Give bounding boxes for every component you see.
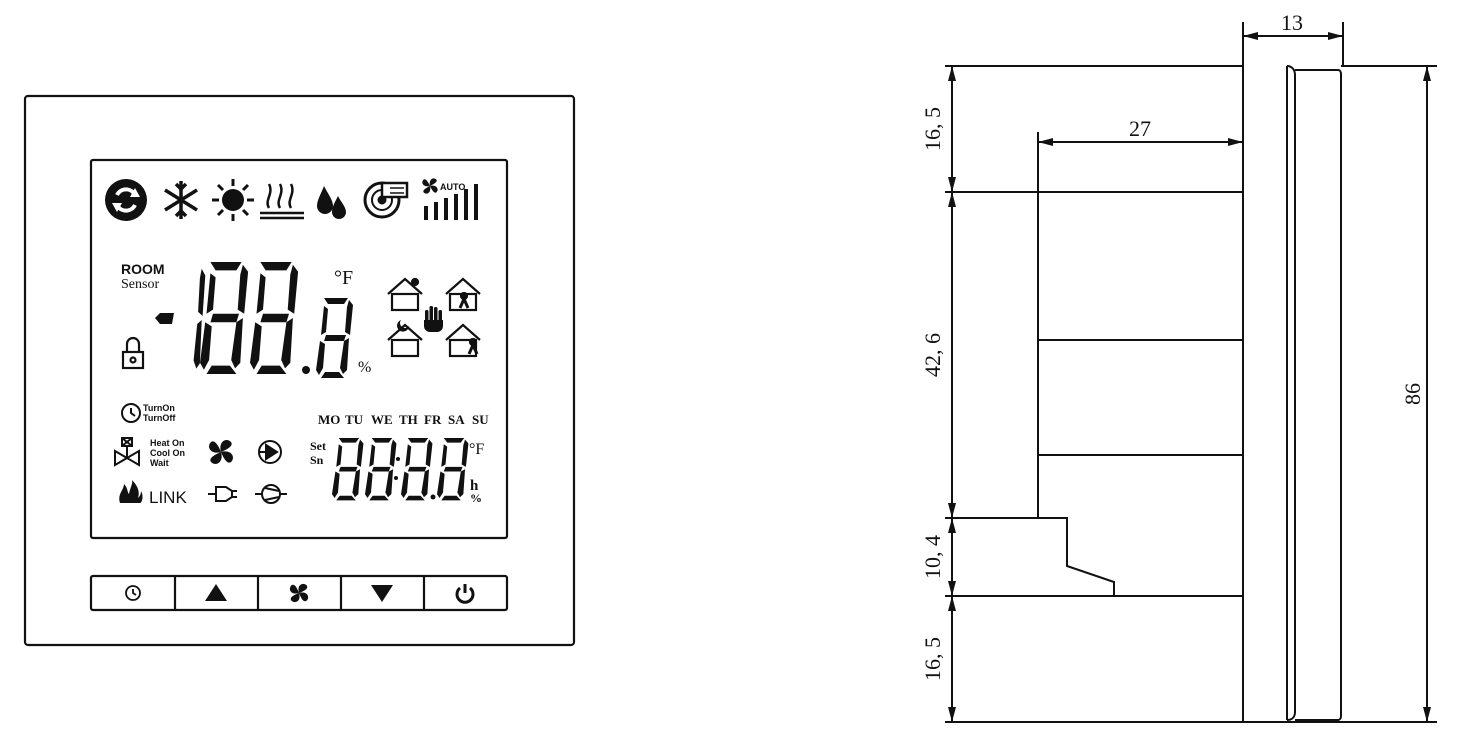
small-unit-h: h: [470, 478, 479, 494]
sun-icon: [212, 179, 254, 221]
main-digit-small: [316, 298, 353, 378]
lcd-screen: [89, 158, 509, 540]
room-label: ROOM: [121, 261, 165, 277]
fan-coil-icon: [363, 181, 409, 219]
humidity-drops-icon: [317, 186, 346, 219]
main-digit-1: [193, 268, 206, 369]
snowflake-icon: [164, 181, 198, 219]
sensor-label: Sensor: [121, 277, 159, 292]
sn-label: Sn: [310, 453, 324, 467]
manual-hand-icon: [424, 306, 443, 332]
dim-seg-a: 16, 5: [920, 107, 945, 151]
floor-heating-icon: [260, 183, 304, 220]
small-colon-top: [396, 457, 400, 461]
day-su: SU: [472, 412, 489, 427]
button-strip: [89, 574, 509, 612]
dim-seg-b: 42, 6: [920, 333, 945, 377]
set-label: Set: [310, 439, 326, 453]
fan-button[interactable]: [259, 577, 340, 609]
wait-label: Wait: [150, 458, 169, 468]
main-digit-3: [250, 262, 299, 374]
valve-icon: [114, 437, 140, 467]
dim-seg-c: 10, 4: [920, 535, 945, 579]
day-mo: MO: [318, 412, 340, 427]
down-triangle-icon: [371, 585, 393, 602]
small-digit-2: [365, 438, 397, 501]
heat-on-label: Heat On: [150, 438, 185, 448]
dim-depth: 27: [1129, 116, 1151, 141]
link-label: LINK: [149, 488, 187, 507]
fan-auto-label: AUTO: [440, 182, 465, 192]
day-sa: SA: [448, 412, 465, 427]
fan-icon: [209, 440, 233, 464]
day-tu: TU: [345, 412, 364, 427]
power-icon: [455, 584, 475, 604]
compressor-icon: [255, 484, 287, 504]
day-we: WE: [371, 412, 393, 427]
main-digit-2: [200, 262, 249, 374]
small-unit-deg: °F: [469, 441, 484, 458]
dim-total-height: 86: [1400, 383, 1425, 405]
days-row: MO TU WE TH FR SA SU: [318, 412, 489, 427]
minus-sign: [155, 313, 174, 324]
decimal-point: [302, 366, 310, 374]
auto-mode-icon: [105, 179, 147, 221]
turn-on-label: TurnOn: [143, 403, 175, 413]
small-digit-3: [401, 438, 433, 501]
fan-button-icon: [289, 583, 309, 603]
up-triangle-icon: [205, 584, 227, 601]
day-th: TH: [399, 412, 418, 427]
cool-on-label: Cool On: [150, 448, 185, 458]
small-digit-1: [332, 438, 364, 501]
side-view: [945, 22, 1437, 723]
home-return-icon: [445, 323, 481, 358]
plug-icon: [208, 486, 237, 502]
up-button[interactable]: [176, 577, 257, 609]
dim-top-width: 13: [1281, 10, 1303, 35]
lock-icon: [121, 336, 145, 370]
day-fr: FR: [424, 412, 442, 427]
clock-icon: [125, 585, 141, 601]
small-digit-4: [437, 438, 469, 501]
small-unit-pct: %: [470, 491, 482, 505]
pump-icon: [258, 440, 282, 464]
home-night-icon: [387, 320, 423, 358]
small-colon-bottom: [394, 476, 398, 480]
main-unit-pct: %: [358, 359, 371, 376]
fan-speed-icon: AUTO: [422, 178, 478, 220]
timer-clock-icon: [121, 403, 141, 423]
home-away-icon: [445, 277, 481, 312]
main-unit-deg: °F: [334, 267, 353, 289]
turn-off-label: TurnOff: [143, 413, 176, 423]
down-button[interactable]: [342, 577, 423, 609]
thermostat-body: [23, 94, 576, 647]
power-button[interactable]: [425, 577, 506, 609]
flame-icon: [119, 480, 143, 503]
clock-button[interactable]: [92, 577, 174, 609]
dimension-arrows: [948, 32, 1431, 722]
home-day-icon: [387, 277, 423, 312]
dim-seg-d: 16, 5: [920, 637, 945, 681]
small-decimal: [430, 494, 436, 500]
